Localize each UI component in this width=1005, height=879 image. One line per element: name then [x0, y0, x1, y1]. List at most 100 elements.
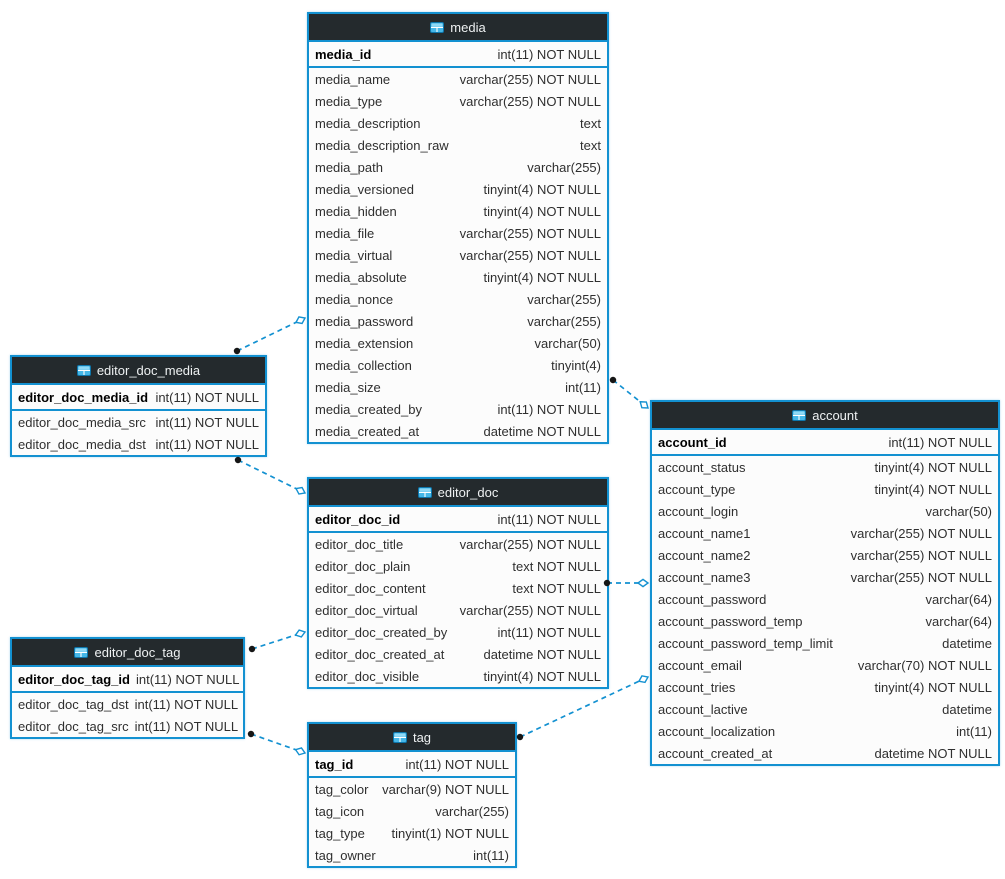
column-type: int(11) NOT NULL [155, 414, 259, 430]
column-name: tag_id [315, 756, 354, 772]
column-type: varchar(255) NOT NULL [459, 93, 601, 109]
column-name: account_name1 [658, 525, 751, 541]
table-title: account [812, 407, 858, 423]
column-type: varchar(64) [925, 591, 992, 607]
table-row[interactable]: media_virtual varchar(255) NOT NULL [309, 244, 607, 266]
relationship-editor_doc_media-to-media[interactable] [237, 318, 305, 351]
table-header[interactable]: account [652, 402, 998, 430]
column-name: media_file [315, 225, 375, 241]
table-header[interactable]: editor_doc_media [12, 357, 265, 385]
column-name: editor_doc_id [315, 511, 401, 527]
table-row[interactable]: account_tries tinyint(4) NOT NULL [652, 676, 998, 698]
db-table-tag[interactable]: tag tag_id int(11) NOT NULL tag_color va… [307, 722, 517, 868]
table-row[interactable]: media_absolute tinyint(4) NOT NULL [309, 266, 607, 288]
table-row[interactable]: account_password_temp varchar(64) [652, 610, 998, 632]
table-row[interactable]: media_collection tinyint(4) [309, 354, 607, 376]
table-row[interactable]: media_size int(11) [309, 376, 607, 398]
table-row[interactable]: editor_doc_content text NOT NULL [309, 577, 607, 599]
table-row[interactable]: account_login varchar(50) [652, 500, 998, 522]
relationship-media-to-account[interactable] [613, 380, 648, 408]
db-table-editor_doc_tag[interactable]: editor_doc_tag editor_doc_tag_id int(11)… [10, 637, 245, 739]
table-row-pk[interactable]: editor_doc_id int(11) NOT NULL [309, 507, 607, 533]
table-row[interactable]: account_email varchar(70) NOT NULL [652, 654, 998, 676]
table-header[interactable]: editor_doc_tag [12, 639, 243, 667]
table-header[interactable]: media [309, 14, 607, 42]
table-row-pk[interactable]: account_id int(11) NOT NULL [652, 430, 998, 456]
table-row-pk[interactable]: editor_doc_tag_id int(11) NOT NULL [12, 667, 243, 693]
table-row[interactable]: account_lactive datetime [652, 698, 998, 720]
table-row[interactable]: media_name varchar(255) NOT NULL [309, 68, 607, 90]
relationship-editor_doc_tag-to-tag[interactable] [251, 734, 305, 753]
table-row-pk[interactable]: editor_doc_media_id int(11) NOT NULL [12, 385, 265, 411]
table-row[interactable]: media_nonce varchar(255) [309, 288, 607, 310]
table-row[interactable]: editor_doc_created_by int(11) NOT NULL [309, 621, 607, 643]
column-type: int(11) NOT NULL [155, 436, 259, 452]
db-table-media[interactable]: media media_id int(11) NOT NULL media_na… [307, 12, 609, 444]
table-row[interactable]: media_description text [309, 112, 607, 134]
column-type: tinyint(4) NOT NULL [874, 481, 992, 497]
table-row[interactable]: editor_doc_tag_dst int(11) NOT NULL [12, 693, 243, 715]
table-row-pk[interactable]: tag_id int(11) NOT NULL [309, 752, 515, 778]
table-row[interactable]: account_localization int(11) [652, 720, 998, 742]
table-row-pk[interactable]: media_id int(11) NOT NULL [309, 42, 607, 68]
column-type: varchar(255) NOT NULL [459, 247, 601, 263]
column-type: varchar(255) [527, 313, 601, 329]
column-type: varchar(255) NOT NULL [850, 569, 992, 585]
db-table-editor_doc[interactable]: editor_doc editor_doc_id int(11) NOT NUL… [307, 477, 609, 689]
table-row[interactable]: account_password_temp_limit datetime [652, 632, 998, 654]
table-icon [792, 409, 807, 421]
table-row[interactable]: account_type tinyint(4) NOT NULL [652, 478, 998, 500]
table-row[interactable]: editor_doc_media_src int(11) NOT NULL [12, 411, 265, 433]
table-row[interactable]: editor_doc_title varchar(255) NOT NULL [309, 533, 607, 555]
table-row[interactable]: editor_doc_plain text NOT NULL [309, 555, 607, 577]
table-row[interactable]: tag_color varchar(9) NOT NULL [309, 778, 515, 800]
table-row[interactable]: media_description_raw text [309, 134, 607, 156]
table-row[interactable]: account_name3 varchar(255) NOT NULL [652, 566, 998, 588]
table-row[interactable]: account_name1 varchar(255) NOT NULL [652, 522, 998, 544]
table-row[interactable]: editor_doc_tag_src int(11) NOT NULL [12, 715, 243, 737]
table-row[interactable]: editor_doc_visible tinyint(4) NOT NULL [309, 665, 607, 687]
table-row[interactable]: media_path varchar(255) [309, 156, 607, 178]
db-table-account[interactable]: account account_id int(11) NOT NULL acco… [650, 400, 1000, 766]
column-name: account_id [658, 434, 727, 450]
table-row[interactable]: media_file varchar(255) NOT NULL [309, 222, 607, 244]
table-row[interactable]: account_name2 varchar(255) NOT NULL [652, 544, 998, 566]
column-type: varchar(50) [925, 503, 992, 519]
table-row[interactable]: media_created_by int(11) NOT NULL [309, 398, 607, 420]
column-name: media_nonce [315, 291, 394, 307]
table-row[interactable]: media_extension varchar(50) [309, 332, 607, 354]
table-row[interactable]: account_created_at datetime NOT NULL [652, 742, 998, 764]
column-type: varchar(255) NOT NULL [459, 225, 601, 241]
column-name: media_password [315, 313, 414, 329]
table-row[interactable]: account_password varchar(64) [652, 588, 998, 610]
table-header[interactable]: tag [309, 724, 515, 752]
column-name: account_lactive [658, 701, 748, 717]
table-row[interactable]: media_password varchar(255) [309, 310, 607, 332]
column-name: media_virtual [315, 247, 393, 263]
table-row[interactable]: tag_owner int(11) [309, 844, 515, 866]
db-table-editor_doc_media[interactable]: editor_doc_media editor_doc_media_id int… [10, 355, 267, 457]
relationship-editor_doc_tag-to-editor_doc[interactable] [252, 632, 305, 649]
table-row[interactable]: media_versioned tinyint(4) NOT NULL [309, 178, 607, 200]
table-row[interactable]: tag_icon varchar(255) [309, 800, 515, 822]
table-header[interactable]: editor_doc [309, 479, 607, 507]
column-type: varchar(9) NOT NULL [382, 781, 509, 797]
column-name: media_description_raw [315, 137, 449, 153]
column-name: account_password [658, 591, 767, 607]
column-type: int(11) NOT NULL [135, 671, 240, 687]
table-row[interactable]: media_type varchar(255) NOT NULL [309, 90, 607, 112]
table-row[interactable]: editor_doc_media_dst int(11) NOT NULL [12, 433, 265, 455]
column-type: varchar(64) [925, 613, 992, 629]
table-row[interactable]: editor_doc_created_at datetime NOT NULL [309, 643, 607, 665]
column-type: tinyint(4) NOT NULL [483, 203, 601, 219]
column-name: account_password_temp [658, 613, 803, 629]
table-row[interactable]: media_created_at datetime NOT NULL [309, 420, 607, 442]
relationship-editor_doc_media-to-editor_doc[interactable] [238, 460, 305, 493]
table-row[interactable]: tag_type tinyint(1) NOT NULL [309, 822, 515, 844]
column-name: media_hidden [315, 203, 397, 219]
table-row[interactable]: account_status tinyint(4) NOT NULL [652, 456, 998, 478]
table-row[interactable]: media_hidden tinyint(4) NOT NULL [309, 200, 607, 222]
column-type: varchar(255) [435, 803, 509, 819]
column-type: tinyint(4) NOT NULL [483, 668, 601, 684]
table-row[interactable]: editor_doc_virtual varchar(255) NOT NULL [309, 599, 607, 621]
